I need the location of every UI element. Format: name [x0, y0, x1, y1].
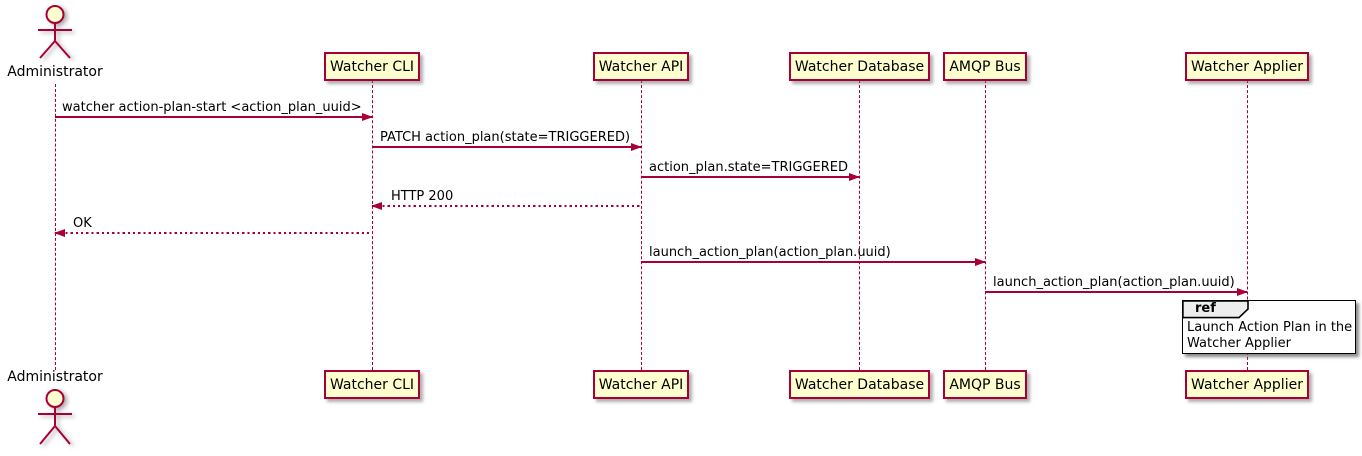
actor-label-top: Administrator [7, 64, 103, 80]
participant-amqp-bus-top: AMQP Bus [943, 52, 1027, 81]
message-label-1: watcher action-plan-start <action_plan_u… [62, 100, 362, 115]
message-arrow-1 [55, 112, 373, 121]
arrowhead-right-icon [631, 142, 642, 151]
lifeline-watcher-applier [1247, 80, 1248, 370]
message-arrow-7 [985, 287, 1248, 296]
message-arrow-3 [641, 172, 860, 181]
participant-watcher-database-bottom: Watcher Database [789, 370, 930, 399]
message-arrow-6 [641, 257, 986, 266]
participant-watcher-api-top: Watcher API [593, 52, 689, 81]
lifeline-amqp-bus [985, 80, 986, 370]
message-label-2: PATCH action_plan(state=TRIGGERED) [380, 130, 631, 145]
message-arrow-5 [54, 228, 372, 237]
lifeline-watcher-database [859, 80, 860, 370]
message-arrow-2 [372, 142, 642, 151]
arrowhead-right-icon [849, 172, 860, 181]
message-label-7: launch_action_plan(action_plan.uuid) [993, 275, 1235, 290]
participant-watcher-database-top: Watcher Database [789, 52, 930, 81]
actor-icon [38, 389, 72, 445]
arrowhead-right-icon [362, 112, 373, 121]
message-label-6: launch_action_plan(action_plan.uuid) [649, 245, 891, 260]
ref-fragment: ref Launch Action Plan in the Watcher Ap… [1182, 300, 1356, 354]
ref-text-line2: Watcher Applier [1187, 336, 1291, 351]
ref-text-line1: Launch Action Plan in the [1187, 320, 1353, 335]
arrowhead-left-icon [54, 228, 65, 237]
participant-amqp-bus-bottom: AMQP Bus [943, 370, 1027, 399]
actor-label-bottom: Administrator [7, 369, 103, 385]
arrowhead-right-icon [975, 257, 986, 266]
ref-text: Launch Action Plan in the Watcher Applie… [1187, 320, 1352, 352]
ref-tab-icon [1182, 300, 1249, 319]
actor-icon [38, 5, 72, 59]
message-label-3: action_plan.state=TRIGGERED [649, 160, 848, 175]
participant-watcher-applier-bottom: Watcher Applier [1185, 370, 1309, 399]
lifeline-administrator [55, 84, 56, 370]
message-label-4: HTTP 200 [391, 189, 454, 204]
arrowhead-right-icon [1237, 287, 1248, 296]
message-label-5: OK [73, 216, 92, 231]
lifeline-watcher-api [641, 80, 642, 370]
arrowhead-left-icon [371, 201, 382, 210]
participant-watcher-api-bottom: Watcher API [593, 370, 689, 399]
participant-watcher-cli-bottom: Watcher CLI [324, 370, 420, 399]
lifeline-watcher-cli [372, 80, 373, 370]
participant-watcher-applier-top: Watcher Applier [1185, 52, 1309, 81]
participant-watcher-cli-top: Watcher CLI [324, 52, 420, 81]
ref-tag-label: ref [1195, 301, 1216, 316]
message-arrow-4 [371, 201, 641, 210]
